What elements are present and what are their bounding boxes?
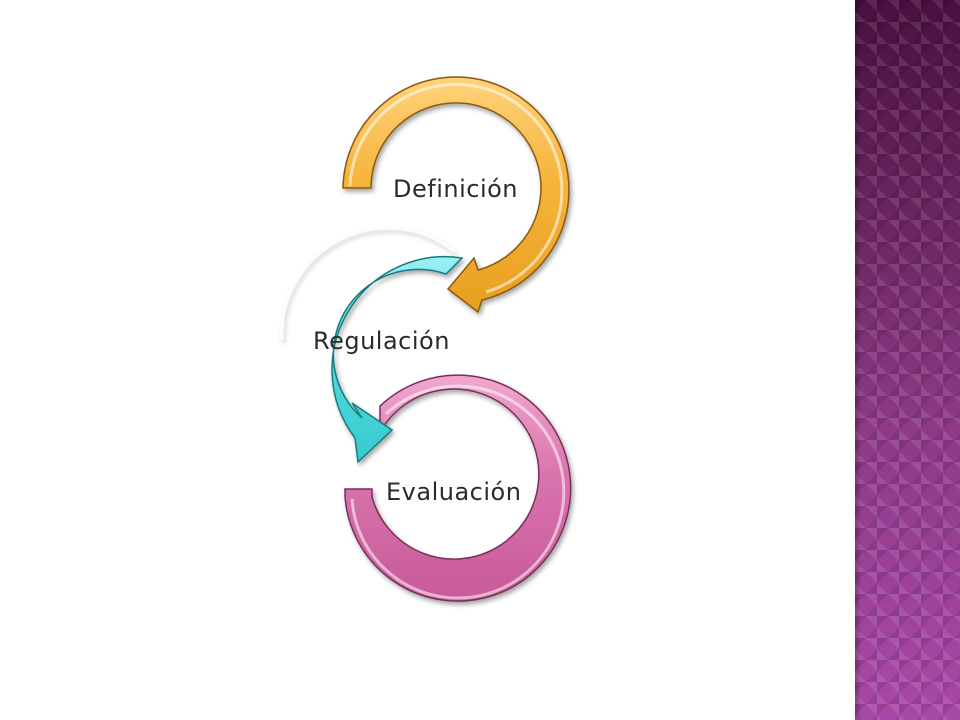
decorative-side-band: [855, 0, 960, 720]
step-label-definicion: Definición: [393, 175, 518, 203]
step-label-evaluacion: Evaluación: [386, 478, 521, 506]
definicion-arc: [342, 76, 570, 314]
evaluacion-arc: [344, 374, 572, 602]
step-label-regulacion: Regulación: [313, 327, 450, 355]
cycle-diagram: Definición Regulación Evaluación: [280, 76, 572, 602]
regulacion-arc: [280, 226, 464, 464]
